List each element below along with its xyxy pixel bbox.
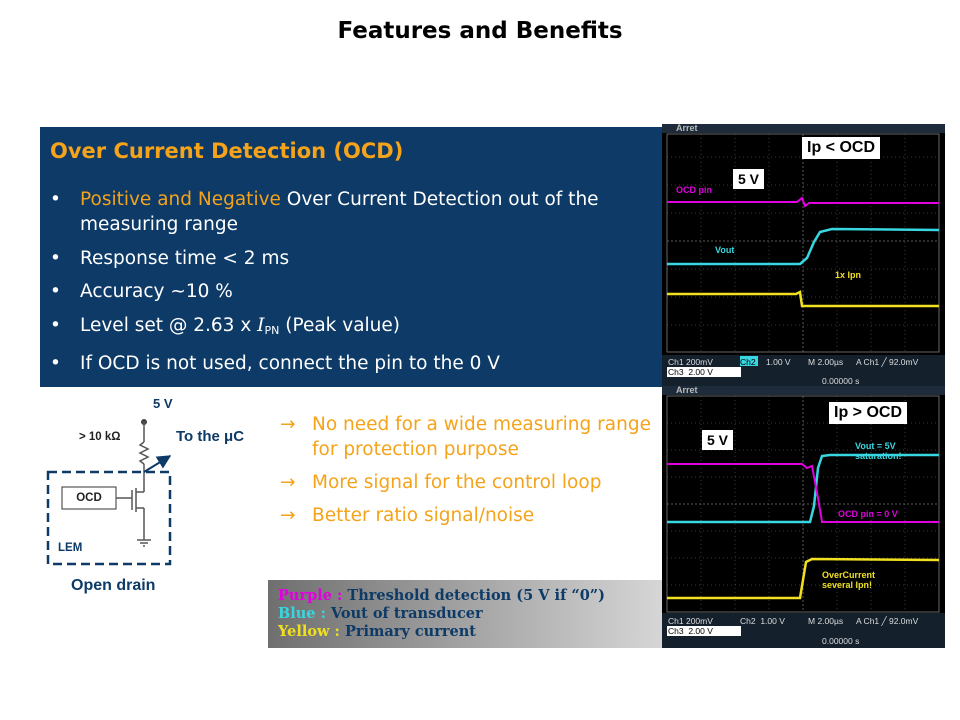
ocd-bullet: • Level set @ 2.63 x IPN (Peak value) — [50, 313, 610, 343]
benefits-list: →No need for a wide measuring range for … — [280, 412, 660, 536]
ocd-heading: Over Current Detection (OCD) — [50, 139, 404, 163]
bullet-dot: • — [50, 281, 61, 302]
trace-legend: Purple : Threshold detection (5 V if “0”… — [268, 580, 662, 648]
legend-row-yellow: Yellow : Primary current — [278, 623, 476, 640]
ocd-bullet: • Positive and Negative Over Current Dete… — [50, 187, 610, 237]
scope-trigger: A Ch1 ╱ 92.0mV — [856, 616, 919, 626]
bullet-symbol: I — [257, 314, 265, 336]
benefit-item: →No need for a wide measuring range for … — [280, 414, 651, 460]
lem-box — [46, 470, 172, 566]
scope-time: 0.00000 s — [822, 636, 860, 646]
resistor-label: > 10 kΩ — [79, 431, 121, 443]
ocd-bullet-list: • Positive and Negative Over Current Dete… — [50, 187, 610, 385]
bullet-dot: • — [50, 314, 61, 336]
to-mc-label: To the μC — [176, 428, 245, 445]
ocd-zero-label: OCD pin = 0 V — [838, 509, 898, 519]
lem-label: LEM — [58, 542, 83, 554]
bullet-dot: • — [50, 247, 61, 269]
to-mc-arrow — [143, 455, 172, 473]
ocd-trace — [667, 196, 939, 208]
bullet-text: Accuracy ~10 % — [80, 281, 233, 302]
ocd-trace — [667, 463, 939, 523]
scope-timebase: M 2.00µs — [808, 357, 844, 367]
current-trace — [667, 290, 939, 308]
arrow-icon: → — [280, 414, 296, 435]
scope-timebase: M 2.00µs — [808, 616, 844, 626]
ocd-box-label: OCD — [76, 492, 102, 504]
bullet-highlight: Positive and Negative — [80, 189, 281, 210]
benefit-item: →More signal for the control loop — [280, 472, 602, 493]
arrow-icon: → — [280, 472, 296, 493]
scope-top-screen — [662, 124, 945, 386]
benefit-item: →Better ratio signal/noise — [280, 505, 535, 526]
bullet-text: (Peak value) — [279, 314, 401, 336]
vout-trace — [667, 227, 940, 266]
legend-row-blue: Blue : Vout of transducer — [278, 605, 483, 622]
open-drain-caption: Open drain — [71, 577, 156, 594]
scope-status-ch1: Ch1 200mV — [668, 616, 713, 626]
vout-label: Vout — [715, 245, 735, 255]
scope-time: 0.00000 s — [822, 376, 860, 386]
supply-label: 5 V — [153, 396, 173, 411]
bullet-dot: • — [50, 353, 61, 374]
scope-status-ch2-scale: 1.00 V — [766, 357, 791, 367]
open-drain-circuit: 5 V > 10 kΩ To the μC OCD LEM Open drain — [40, 392, 270, 602]
ocd-pin-label: OCD pin — [676, 185, 712, 195]
slide-title: Features and Benefits — [337, 18, 623, 44]
bullet-text: Over Current Detection out of the measur… — [80, 189, 599, 235]
scope-trigger: A Ch1 ╱ 92.0mV — [856, 357, 919, 367]
scope-status-ch3: Ch3 2.00 V — [668, 367, 713, 377]
bullet-text: Response time < 2 ms — [80, 247, 290, 269]
scope-status-ch3: Ch3 2.00 V — [668, 626, 713, 636]
scope-top-label: Ip < OCD — [802, 137, 881, 159]
scope-top: Arret OCD pin Vout 1x Ipn Ch1 200mV Ch2 … — [662, 124, 945, 386]
bullet-text: Level set @ 2.63 x — [80, 314, 258, 336]
scope-header: Arret — [676, 386, 698, 395]
ocd-bullet: • Response time < 2 ms — [50, 246, 610, 271]
voltage-box: 5 V — [733, 169, 765, 189]
scope-status-ch1: Ch1 200mV — [668, 357, 713, 367]
current-trace — [667, 557, 940, 600]
scope-status-ch2: Ch2 — [740, 357, 756, 367]
ocd-bullet: • If OCD is not used, connect the pin to … — [50, 351, 610, 376]
scope-bottom-label: Ip > OCD — [829, 402, 908, 424]
bullet-subscript: PN — [264, 323, 280, 337]
legend-row-purple: Purple : Threshold detection (5 V if “0”… — [278, 587, 605, 604]
ocd-panel: Over Current Detection (OCD) • Positive a… — [40, 127, 662, 387]
scope-status-ch2: Ch2 1.00 V — [740, 616, 785, 626]
scope-bottom-screen — [662, 386, 945, 648]
circuit-diagram — [46, 419, 172, 566]
scope-header: Arret — [676, 124, 698, 133]
resistor — [138, 441, 150, 465]
voltage-box: 5 V — [702, 430, 734, 450]
arrow-icon: → — [280, 505, 296, 526]
ocd-bullet: • Accuracy ~10 % — [50, 279, 610, 304]
current-label: 1x Ipn — [835, 270, 862, 280]
bullet-text: If OCD is not used, connect the pin to t… — [80, 353, 500, 374]
vout-trace — [667, 453, 939, 524]
bullet-dot: • — [50, 189, 61, 210]
